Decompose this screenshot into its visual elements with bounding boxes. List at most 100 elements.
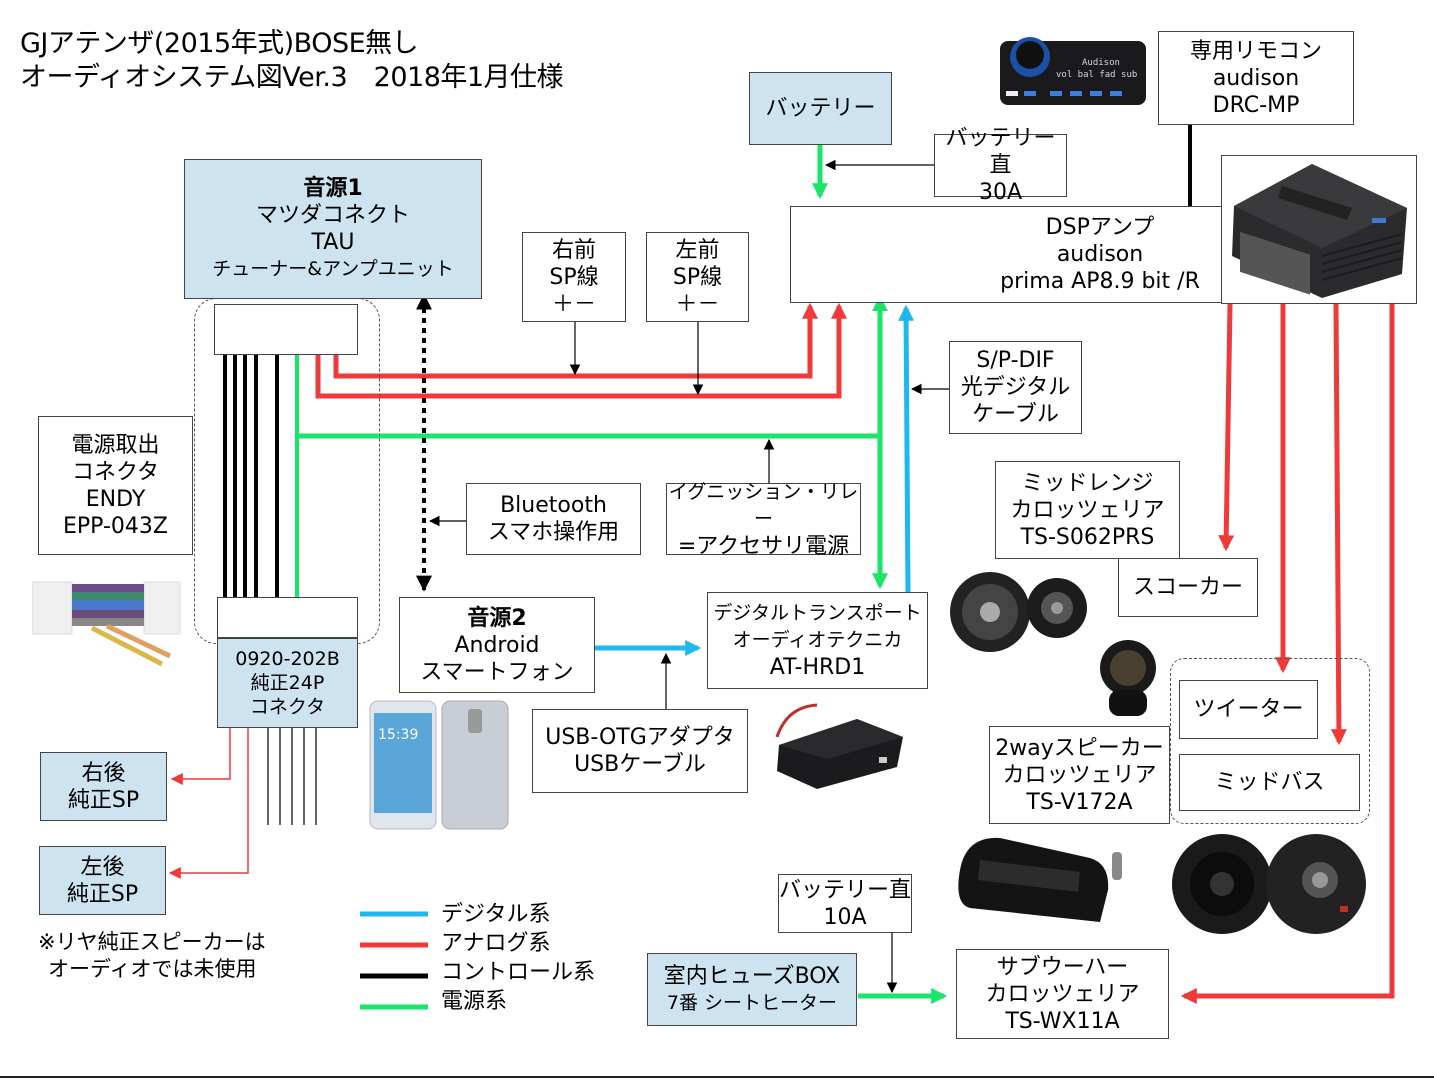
source1-connector [214, 304, 358, 355]
battery-direct-30a-box[interactable]: バッテリー直 30A [934, 126, 1067, 205]
bluetooth-box[interactable]: Bluetooth スマホ操作用 [466, 483, 641, 555]
subwoofer-box[interactable]: サブウーハー カロッツェリア TS-WX11A [956, 949, 1169, 1039]
power-connector-line: ENDY [85, 486, 146, 512]
source1-line: チューナー&アンプユニット [212, 258, 454, 280]
harness-line: 純正24P [250, 672, 325, 694]
harness-photo [31, 578, 182, 670]
spdif-line: ケーブル [972, 402, 1059, 427]
harness-unused-wires [267, 728, 317, 825]
remote-box[interactable]: 専用リモコン audison DRC-MP [1158, 31, 1354, 125]
left-front-sp-line: 左前 [675, 237, 720, 263]
dsp-amp-line: audison [1056, 242, 1144, 267]
transport-line: オーディオテクニカ [732, 629, 903, 651]
transport-box[interactable]: デジタルトランスポート オーディオテクニカ AT-HRD1 [707, 592, 928, 689]
remote-line: audison [1212, 65, 1300, 91]
source1-heading: 音源1 [303, 176, 363, 201]
rear-right-line: 右後 [81, 760, 126, 786]
right-front-sp-box[interactable]: 右前 SP線 ＋－ [522, 232, 626, 322]
spdif-wire [898, 304, 915, 595]
legend-control: コントロール系 [441, 960, 596, 985]
usb-otg-box[interactable]: USB-OTGアダプタ USBケーブル [532, 709, 748, 793]
battery-box[interactable]: バッテリー [749, 72, 892, 145]
rear-left-line: 純正SP [66, 881, 139, 907]
source2-line: スマートフォン [420, 659, 574, 685]
harness-box[interactable]: 0920-202B 純正24P コネクタ [217, 638, 358, 728]
twoway-line: カロッツェリア [1002, 762, 1157, 788]
midbass-photo [1170, 830, 1370, 940]
midbass-output-wire [1330, 303, 1347, 746]
remote-screen-line2: vol bal fad sub [1056, 70, 1137, 80]
spdif-line: S/P-DIF [976, 348, 1055, 373]
battery-direct-10a-box[interactable]: バッテリー直 10A [778, 874, 912, 933]
left-front-sp-box[interactable]: 左前 SP線 ＋－ [646, 232, 749, 322]
harness-line: コネクタ [249, 696, 326, 718]
left-front-sp-line: SP線 [672, 264, 723, 290]
twoway-line: 2wayスピーカー [995, 735, 1164, 761]
right-front-sp-wire [333, 302, 819, 379]
fuse-box[interactable]: 室内ヒューズBOX 7番 シートヒーター [647, 953, 857, 1026]
left-front-sp-wire [315, 302, 848, 399]
harness-line: 0920-202B [235, 648, 340, 670]
midbass-label: ミッドバス [1214, 770, 1325, 795]
source2-line: Android [454, 632, 540, 658]
tweeter-photo [1095, 638, 1161, 720]
midrange-line: TS-S062PRS [1020, 524, 1155, 550]
squawker-output-wire [1218, 303, 1235, 552]
power-connector-box[interactable]: 電源取出 コネクタ ENDY EPP-043Z [38, 416, 193, 555]
phone-clock: 15:39 [378, 727, 418, 743]
rear-left-sp-box[interactable]: 左後 純正SP [39, 846, 166, 915]
harness-connector-top [217, 597, 358, 638]
rear-right-wire [170, 728, 231, 785]
source1-box[interactable]: 音源1 マツダコネクト TAU チューナー&アンプユニット [184, 159, 482, 299]
twoway-box[interactable]: 2wayスピーカー カロッツェリア TS-V172A [989, 726, 1170, 824]
battery-10a-line: 10A [823, 904, 867, 930]
rear-note-line1: ※リヤ純正スピーカーは [38, 930, 266, 954]
tweeter-label: ツイーター [1193, 697, 1304, 722]
dsp-amp-line: DSPアンプ [1045, 215, 1155, 240]
sub-output-wire [1180, 304, 1395, 1005]
battery-label: バッテリー [765, 96, 876, 121]
subwoofer-line: カロッツェリア [985, 981, 1140, 1007]
transport-photo [767, 697, 907, 789]
midrange-line: カロッツェリア [1010, 497, 1165, 523]
source1-line: マツダコネクト [255, 203, 410, 228]
right-front-sp-line: SP線 [549, 264, 599, 290]
tweeter-box[interactable]: ツイーター [1179, 680, 1318, 739]
fuse-box-line: 室内ヒューズBOX [663, 963, 841, 989]
power-connector-line: EPP-043Z [63, 513, 168, 539]
right-front-sp-line: ＋－ [551, 291, 596, 317]
amp-photo [1221, 155, 1417, 304]
dsp-amp-line: prima AP8.9 bit /R [1000, 269, 1200, 294]
source2-box[interactable]: 音源2 Android スマートフォン [399, 597, 595, 693]
ignition-box[interactable]: イグニッション・リレー =アクセサリ電源 [666, 481, 861, 559]
ignition-line: =アクセサリ電源 [677, 533, 850, 559]
rear-left-line: 左後 [80, 854, 125, 880]
midrange-box[interactable]: ミッドレンジ カロッツェリア TS-S062PRS [995, 461, 1180, 559]
legend-digital: デジタル系 [441, 902, 551, 927]
bluetooth-line: スマホ操作用 [487, 520, 620, 545]
battery-30a-line: 30A [978, 180, 1023, 205]
rear-left-wire [168, 728, 249, 879]
squawker-box[interactable]: スコーカー [1118, 558, 1258, 617]
source2-heading: 音源2 [467, 605, 527, 631]
spdif-box[interactable]: S/P-DIF 光デジタル ケーブル [949, 341, 1082, 434]
dsp-amp-box[interactable]: DSPアンプ audison prima AP8.9 bit /R [790, 206, 1230, 303]
bottom-divider [0, 1076, 1434, 1078]
midbass-box[interactable]: ミッドバス [1179, 754, 1360, 811]
power-connector-line: コネクタ [71, 459, 160, 485]
bluetooth-line: Bluetooth [500, 493, 607, 518]
battery-30a-line: バッテリー直 [945, 126, 1056, 178]
rear-right-sp-box[interactable]: 右後 純正SP [40, 752, 167, 821]
remote-photo: Audison vol bal fad sub [998, 35, 1150, 111]
left-front-sp-line: ＋－ [675, 291, 720, 317]
transport-line: AT-HRD1 [769, 655, 866, 680]
right-front-sp-line: 右前 [551, 237, 596, 263]
subwoofer-line: TS-WX11A [1005, 1008, 1120, 1034]
twoway-line: TS-V172A [1026, 789, 1133, 815]
ignition-line: イグニッション・リレー [668, 480, 859, 530]
legend-power: 電源系 [441, 989, 508, 1014]
twoway-component-group [1170, 658, 1370, 824]
transport-line: デジタルトランスポート [713, 602, 922, 624]
remote-line: DRC-MP [1212, 92, 1300, 118]
